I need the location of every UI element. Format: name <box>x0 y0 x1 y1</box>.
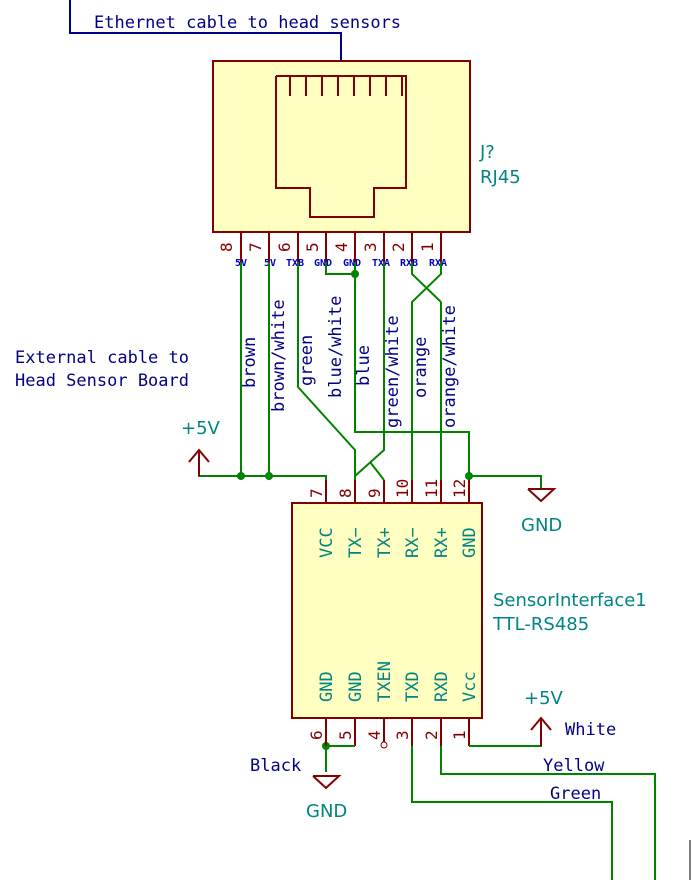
rj45-pin-8: 8 <box>217 242 236 252</box>
rj45-pin-5: 5 <box>303 242 322 252</box>
wire-label-blue: blue <box>354 345 374 386</box>
wire-label-green-white: green/white <box>383 315 403 428</box>
rj45-pin-name-2: RXB <box>400 258 418 269</box>
sensor-pin-name-vcc: VCC <box>317 527 337 558</box>
sensor-bottom-pin-names: GND GND TXEN TXD RXD Vcc <box>317 661 480 702</box>
gnd-bottom-label: GND <box>306 801 347 822</box>
bottom-wires <box>325 720 656 880</box>
rj45-pin-1: 1 <box>418 242 437 252</box>
sensor-pin-7: 7 <box>307 488 326 498</box>
power-5v-right-symbol <box>530 716 552 746</box>
sensor-pin-3: 3 <box>393 730 412 740</box>
sensor-pin-6: 6 <box>307 730 326 740</box>
sensor-pin-2: 2 <box>422 730 441 740</box>
wire-label-orange: orange <box>411 337 431 398</box>
rj45-pin-names: 5V 5V TXB GND GND TXA RXB RXA <box>235 258 447 269</box>
rj45-pin-name-6: TXB <box>286 258 304 269</box>
rj45-pin-name-1: RXA <box>429 258 447 269</box>
sensor-pin-name-txen: TXEN <box>375 661 395 702</box>
wire-label-orange-white: orange/white <box>440 305 460 428</box>
label-white: White <box>565 720 616 740</box>
rj45-reference: J? <box>479 142 495 163</box>
sensor-pin-name-txd: TXD <box>403 671 423 702</box>
external-cable-label-line1: External cable to <box>15 348 189 368</box>
sensor-pin-1: 1 <box>450 730 469 740</box>
sensor-pin-8: 8 <box>336 488 355 498</box>
sensor-pin-12: 12 <box>450 479 469 498</box>
wire-label-green: green <box>297 335 317 386</box>
sensor-pin-name-tx-minus: TX− <box>346 527 366 558</box>
rj45-pin-7: 7 <box>246 242 265 252</box>
sensor-pin-11: 11 <box>422 479 441 498</box>
sensor-interface-module <box>291 480 483 749</box>
sensor-pin-name-vcc-1: Vcc <box>460 671 480 702</box>
sensor-pin-5: 5 <box>336 730 355 740</box>
rj45-pin-numbers: 8 7 6 5 4 3 2 1 <box>217 242 437 252</box>
sensor-top-pin-names: VCC TX− TX+ RX− RX+ GND <box>317 527 480 558</box>
sensor-pin-10: 10 <box>393 479 412 498</box>
sensor-pin-name-gnd-6: GND <box>317 671 337 702</box>
rj45-pin-3: 3 <box>361 242 380 252</box>
label-green: Green <box>550 784 601 804</box>
rj45-pin-name-5: GND <box>314 258 332 269</box>
sensor-interface-ref: SensorInterface1 <box>493 590 647 611</box>
power-5v-right-label: +5V <box>524 688 564 709</box>
gnd-right-symbol <box>527 488 557 503</box>
label-yellow: Yellow <box>543 756 605 776</box>
rj45-pin-4: 4 <box>332 242 351 252</box>
sensor-pin-4: 4 <box>365 730 384 740</box>
label-black: Black <box>250 756 301 776</box>
sensor-pin-name-rx-plus: RX+ <box>432 527 452 558</box>
power-5v-left-symbol <box>188 448 210 476</box>
sensor-bottom-pin-numbers: 6 5 4 3 2 1 <box>307 730 469 740</box>
gnd-bottom-symbol <box>312 775 342 790</box>
sensor-pin-name-gnd: GND <box>460 527 480 558</box>
sensor-interface-value: TTL-RS485 <box>492 614 589 635</box>
wires <box>198 262 542 488</box>
external-cable-label-line2: Head Sensor Board <box>15 371 189 391</box>
rj45-connector <box>212 60 471 262</box>
ethernet-bus <box>69 0 342 74</box>
wire-label-brown: brown <box>240 337 260 388</box>
rj45-value: RJ45 <box>480 167 521 188</box>
rj45-pin-6: 6 <box>275 242 294 252</box>
sensor-pin-9: 9 <box>365 488 384 498</box>
sensor-top-pin-numbers: 7 8 9 10 11 12 <box>307 479 469 498</box>
rj45-pin-2: 2 <box>389 242 408 252</box>
power-5v-left-label: +5V <box>181 418 221 439</box>
wire-label-brown-white: brown/white <box>269 299 289 412</box>
sensor-pin-name-rx-minus: RX− <box>403 527 423 558</box>
rj45-pin-name-3: TXA <box>372 258 390 269</box>
sensor-pin-name-rxd: RXD <box>432 671 452 702</box>
rj45-pin-name-4: GND <box>343 258 361 269</box>
ethernet-label: Ethernet cable to head sensors <box>94 13 401 33</box>
wire-color-labels: brown brown/white green blue/white blue … <box>240 296 460 428</box>
wire-label-blue-white: blue/white <box>326 296 346 398</box>
sensor-pin-name-gnd-5: GND <box>346 671 366 702</box>
rj45-pin-name-7: 5V <box>264 258 276 269</box>
gnd-right-label: GND <box>521 515 562 536</box>
sensor-pin-name-tx-plus: TX+ <box>375 527 395 558</box>
